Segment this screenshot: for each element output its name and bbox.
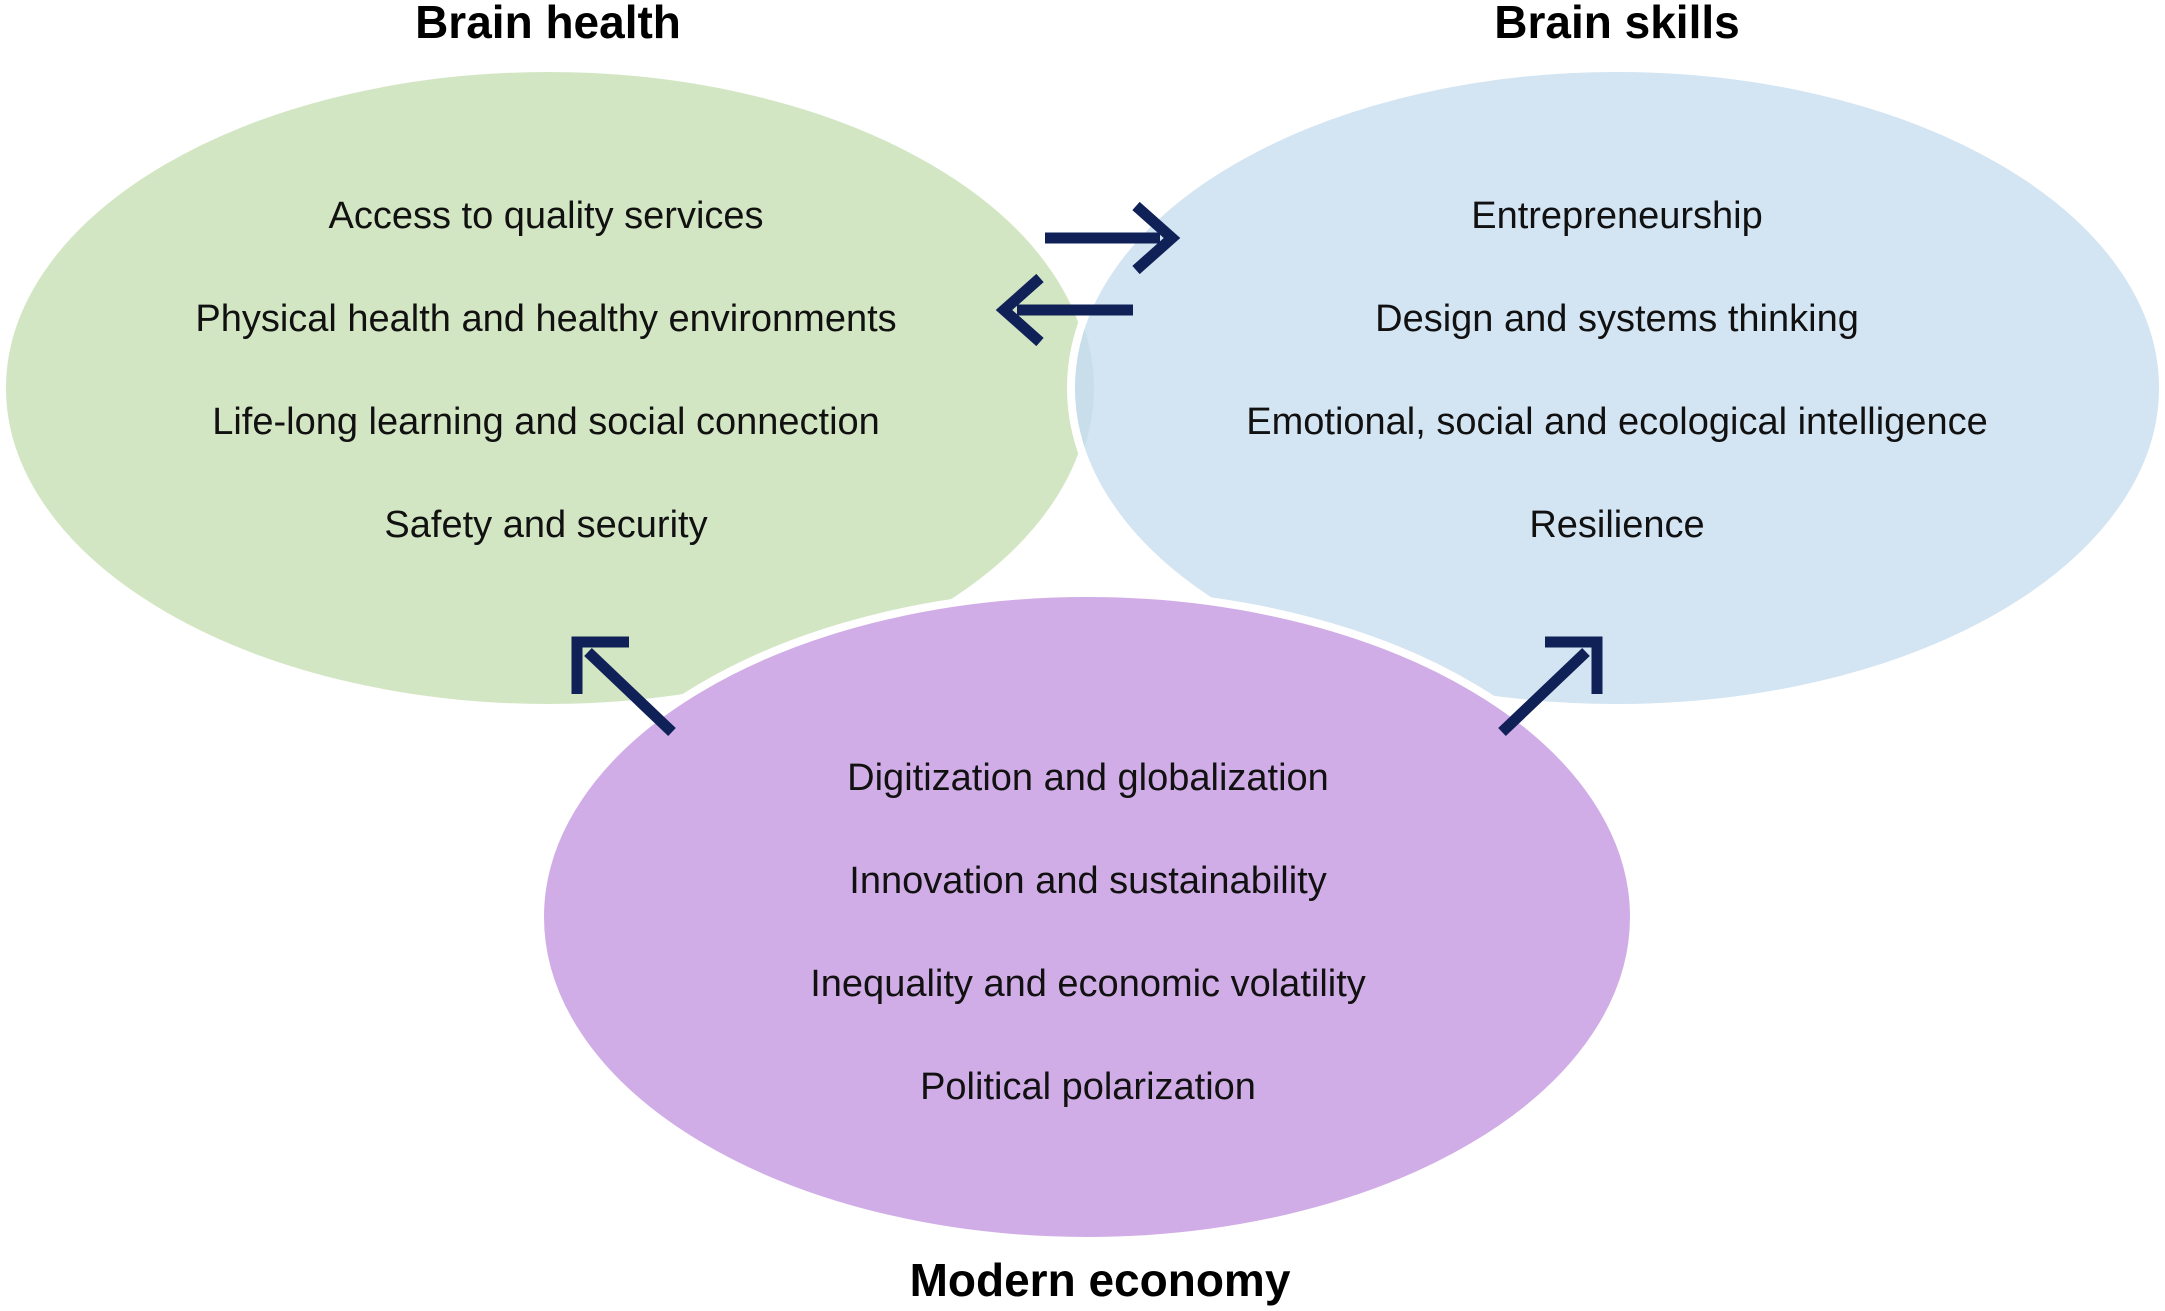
modern-economy-title: Modern economy	[910, 1254, 1291, 1306]
modern-economy-circle	[536, 589, 1638, 1245]
brain-skills-items: Entrepreneurship Design and systems thin…	[1246, 195, 1987, 546]
modern-economy-item: Political polarization	[920, 1066, 1256, 1108]
brain-health-item: Life-long learning and social connection	[212, 401, 880, 443]
brain-skills-item: Emotional, social and ecological intelli…	[1246, 401, 1987, 443]
brain-health-items: Access to quality services Physical heal…	[195, 195, 896, 546]
brain-health-item: Safety and security	[384, 504, 707, 546]
arrow-skills-to-health	[995, 273, 1133, 347]
arrow-health-to-skills	[1045, 201, 1181, 275]
brain-health-title: Brain health	[415, 0, 681, 48]
modern-economy-item: Inequality and economic volatility	[810, 963, 1366, 1005]
modern-economy-items: Digitization and globalization Innovatio…	[810, 757, 1366, 1108]
brain-skills-item: Resilience	[1529, 504, 1704, 546]
arrow-economy-to-skills	[1498, 636, 1603, 736]
brain-skills-title: Brain skills	[1494, 0, 1739, 48]
brain-skills-item: Entrepreneurship	[1471, 195, 1763, 237]
brain-skills-item: Design and systems thinking	[1375, 298, 1859, 340]
brain-health-item: Access to quality services	[328, 195, 763, 237]
arrow-economy-to-health	[571, 636, 676, 736]
brain-skills-circle	[1067, 64, 2165, 712]
modern-economy-item: Digitization and globalization	[847, 757, 1329, 799]
arrows	[571, 201, 1603, 736]
brain-health-item: Physical health and healthy environments	[195, 298, 896, 340]
modern-economy-item: Innovation and sustainability	[849, 860, 1326, 902]
